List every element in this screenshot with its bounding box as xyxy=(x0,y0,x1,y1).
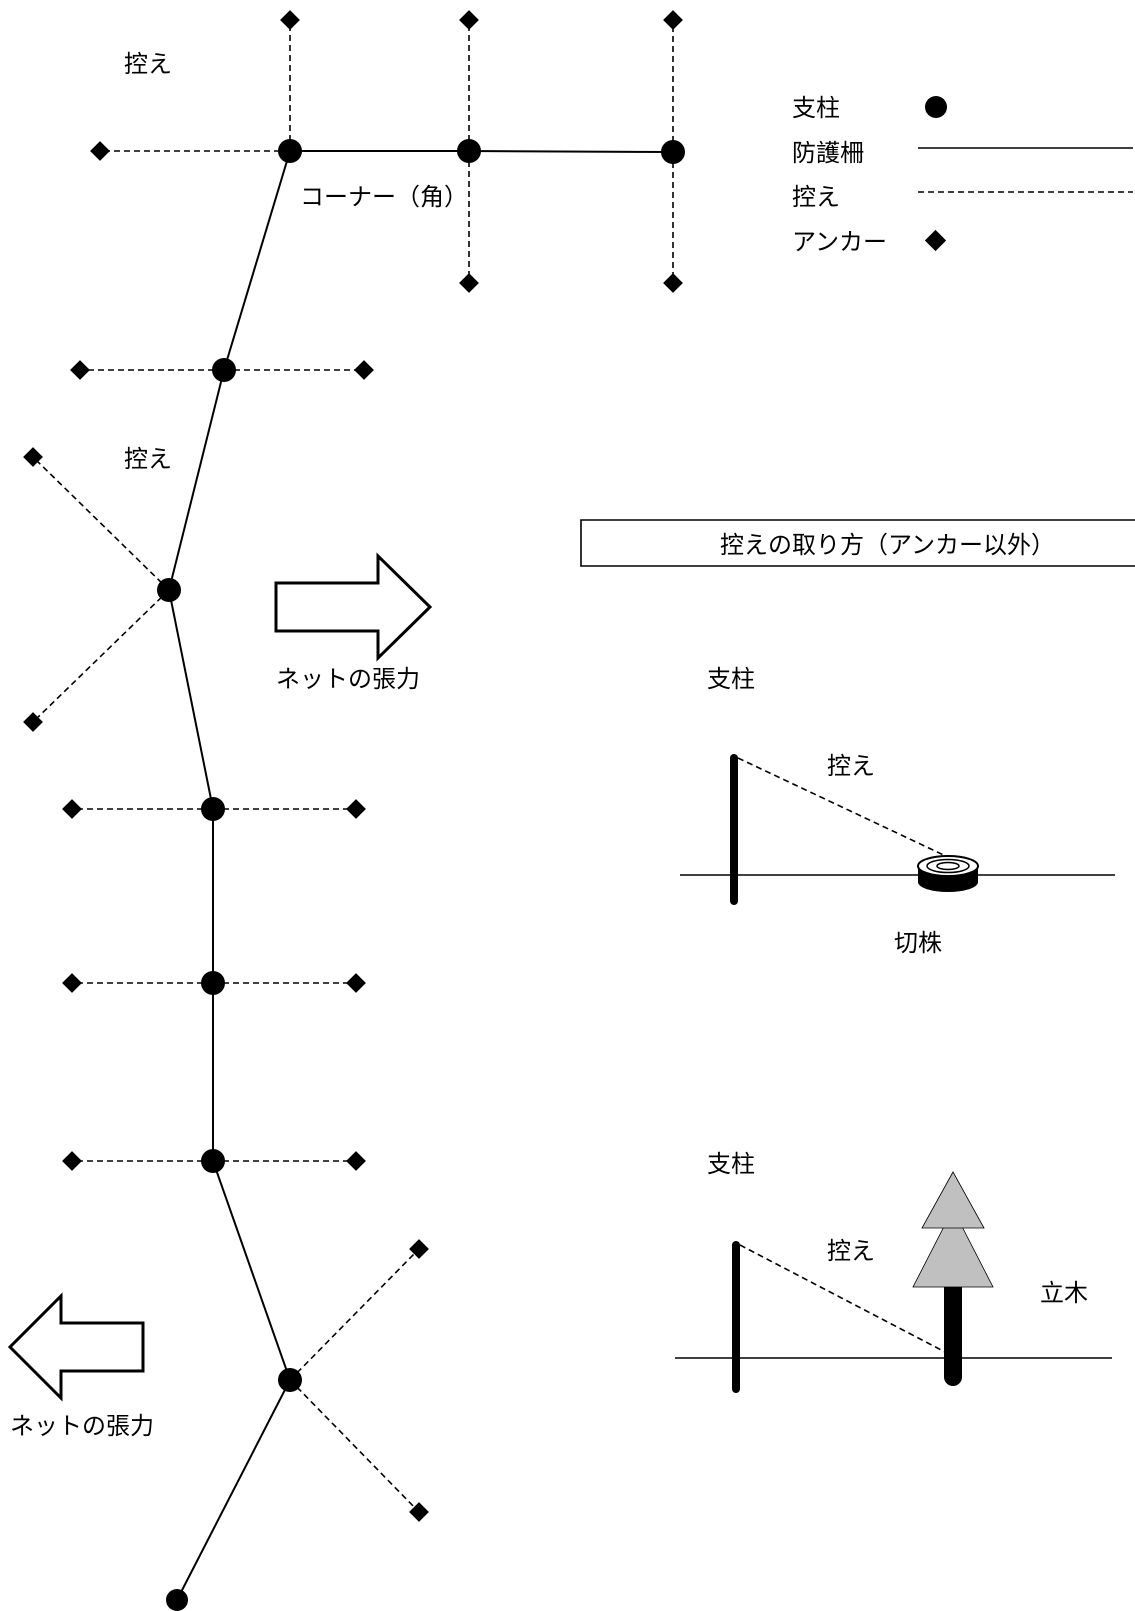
stump-icon xyxy=(917,855,979,892)
tension-arrow-left xyxy=(7,1292,145,1402)
legend-fence-label: 防護柵 xyxy=(792,139,864,167)
tension-label-left: ネットの張力 xyxy=(10,1412,154,1440)
fence-line xyxy=(167,150,674,1601)
post-marker xyxy=(201,971,225,995)
tree-brace-label: 控え xyxy=(827,1237,875,1265)
left-arrow-icon xyxy=(7,1292,145,1402)
tree-icon xyxy=(912,1171,994,1386)
brace-line xyxy=(289,1248,420,1381)
brace-label-mid: 控え xyxy=(124,445,172,473)
brace-label-top: 控え xyxy=(124,50,172,78)
anchor-marker xyxy=(90,141,110,161)
anchor-marker xyxy=(354,360,374,380)
tree-post-label: 支柱 xyxy=(707,1150,755,1178)
tension-label-right: ネットの張力 xyxy=(276,665,420,693)
brace-line xyxy=(32,589,170,723)
anchor-marker xyxy=(346,973,366,993)
stump-example: 支柱 控え 切株 xyxy=(680,665,1115,957)
anchor-marker xyxy=(62,1151,82,1171)
legend-anchor-label: アンカー xyxy=(792,228,887,256)
anchor-marker xyxy=(663,10,683,30)
tension-arrow-right xyxy=(274,552,433,662)
stump-post-label: 支柱 xyxy=(707,665,755,693)
legend-post-label: 支柱 xyxy=(792,94,840,122)
legend: 支柱 防護柵 控え アンカー xyxy=(792,94,1133,256)
post-marker xyxy=(457,139,481,163)
anchor-marker xyxy=(663,273,683,293)
post-marker xyxy=(201,797,225,821)
post-marker xyxy=(201,1149,225,1173)
anchor-marker xyxy=(346,799,366,819)
post-marker xyxy=(157,578,181,602)
post-marker xyxy=(278,1368,302,1392)
anchor-marker xyxy=(409,1502,429,1522)
legend-post-marker xyxy=(925,96,947,118)
anchor-marker xyxy=(23,712,43,732)
anchor-marker xyxy=(459,273,479,293)
anchors xyxy=(23,10,683,1522)
corner-label: コーナー（角） xyxy=(300,183,468,211)
method-box: 控えの取り方（アンカー以外） xyxy=(580,519,1135,567)
post-marker xyxy=(166,1589,188,1611)
braces xyxy=(32,20,674,1513)
post-marker xyxy=(661,140,685,164)
brace-line xyxy=(737,757,951,859)
brace-line xyxy=(739,1244,948,1354)
post-marker xyxy=(212,358,236,382)
anchor-marker xyxy=(23,447,43,467)
legend-brace-label: 控え xyxy=(792,183,840,211)
tree-example: 支柱 控え 立木 xyxy=(675,1150,1112,1393)
anchor-marker xyxy=(62,973,82,993)
anchor-marker xyxy=(62,799,82,819)
stump-brace-label: 控え xyxy=(827,752,875,780)
right-arrow-icon xyxy=(274,552,433,662)
post-marker xyxy=(278,139,302,163)
method-box-title: 控えの取り方（アンカー以外） xyxy=(720,531,1055,559)
anchor-marker xyxy=(409,1239,429,1259)
stump-label: 切株 xyxy=(894,929,942,957)
brace-line xyxy=(289,1379,420,1513)
anchor-marker xyxy=(70,360,90,380)
brace-line xyxy=(32,456,170,591)
legend-anchor-marker xyxy=(924,229,947,252)
posts xyxy=(157,139,685,1611)
anchor-marker xyxy=(346,1151,366,1171)
tree-label: 立木 xyxy=(1040,1279,1088,1307)
anchor-marker xyxy=(280,10,300,30)
anchor-marker xyxy=(459,10,479,30)
